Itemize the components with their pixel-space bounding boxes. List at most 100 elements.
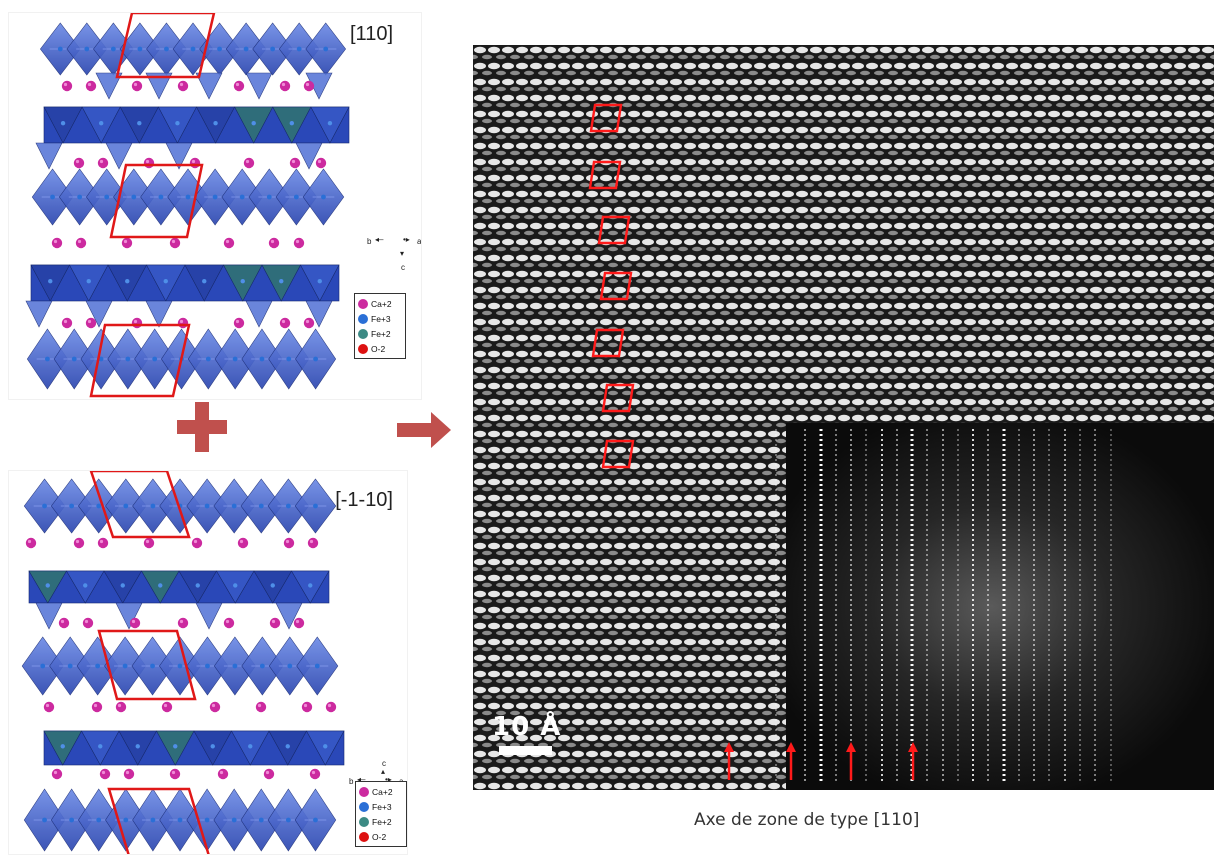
axis-arrow-down: ▾ bbox=[400, 249, 405, 258]
ca-atom bbox=[268, 237, 280, 249]
crystal-structure-top bbox=[25, 13, 350, 398]
fe-atom bbox=[232, 663, 238, 669]
fe-atom bbox=[98, 744, 103, 749]
ca-atom bbox=[169, 237, 181, 249]
fe-atom bbox=[210, 744, 215, 749]
ca-atom bbox=[115, 701, 127, 713]
axis-c-label: c bbox=[382, 759, 386, 768]
fe-atom bbox=[83, 583, 88, 588]
fe-atom bbox=[95, 663, 101, 669]
tetrahedron bbox=[245, 300, 273, 328]
tetrahedron bbox=[275, 602, 303, 630]
tetrahedron bbox=[305, 300, 333, 328]
ca-atom bbox=[97, 537, 109, 549]
legend-item: Ca+2 bbox=[358, 296, 402, 311]
right-arrow-icon bbox=[397, 412, 451, 448]
unit-cell-marker bbox=[601, 439, 635, 469]
ca-atom bbox=[243, 157, 255, 169]
atom-legend-bottom: Ca+2 Fe+3 Fe+2 O-2 bbox=[355, 781, 407, 847]
atom-legend-top: Ca+2 Fe+3 Fe+2 O-2 bbox=[354, 293, 406, 359]
ca-atom bbox=[269, 617, 281, 629]
unit-cell-marker bbox=[597, 215, 631, 245]
tetrahedron bbox=[35, 602, 63, 630]
fe3-atom-icon bbox=[358, 313, 368, 324]
fe-atom bbox=[125, 279, 130, 284]
ca-atom bbox=[143, 157, 155, 169]
fe-atom bbox=[135, 744, 140, 749]
fe-atom bbox=[270, 46, 276, 52]
fe-atom bbox=[314, 663, 320, 669]
diffraction-inset bbox=[724, 423, 1214, 790]
axis-b-label: b bbox=[367, 237, 372, 246]
tetrahedron bbox=[35, 142, 63, 170]
fe-atom bbox=[317, 279, 322, 284]
fe2-atom-icon bbox=[358, 328, 368, 339]
fe-atom bbox=[40, 663, 46, 669]
fe-atom bbox=[204, 817, 210, 823]
ca-atom bbox=[61, 317, 73, 329]
ca-atom bbox=[309, 768, 321, 780]
fe-atom bbox=[190, 46, 196, 52]
hrtem-image bbox=[473, 45, 1214, 790]
axis-arrow-left: ◂– bbox=[357, 775, 366, 784]
legend-item: Ca+2 bbox=[359, 784, 403, 799]
fe-atom bbox=[177, 817, 183, 823]
fe-atom bbox=[285, 503, 291, 509]
ca-atom bbox=[75, 237, 87, 249]
ca-atom bbox=[121, 237, 133, 249]
fe-atom bbox=[125, 356, 131, 362]
axis-arrow-up: ▴ bbox=[381, 767, 386, 776]
crystal-structure-bottom bbox=[21, 471, 345, 854]
ca-atom bbox=[283, 537, 295, 549]
ca-atom bbox=[177, 317, 189, 329]
fe-atom bbox=[152, 356, 158, 362]
plus-icon-vertical bbox=[195, 402, 209, 452]
fe-atom bbox=[202, 279, 207, 284]
fe-atom bbox=[270, 583, 275, 588]
fe-atom bbox=[158, 194, 164, 200]
ca-atom bbox=[237, 537, 249, 549]
ca-atom bbox=[129, 617, 141, 629]
fe-atom bbox=[96, 503, 102, 509]
ca-atom bbox=[99, 768, 111, 780]
axis-arrow-right: •▸ bbox=[385, 775, 392, 784]
fe-atom bbox=[150, 503, 156, 509]
fe-atom bbox=[137, 46, 143, 52]
structure-panel-top: [110] b ◂– •▸ a ▾ c Ca+2 Fe+3 Fe+2 O-2 bbox=[8, 12, 422, 400]
fe-atom bbox=[313, 817, 318, 823]
tetrahedron bbox=[145, 72, 173, 100]
fe-atom bbox=[239, 194, 245, 200]
fe-atom bbox=[71, 356, 77, 362]
fe-atom bbox=[110, 46, 116, 52]
scale-bar-label: 10 Å bbox=[492, 712, 562, 742]
fe-atom bbox=[205, 663, 210, 669]
axis-arrow-left: ◂– bbox=[375, 235, 384, 244]
legend-item: O-2 bbox=[358, 341, 402, 356]
tetrahedron bbox=[195, 602, 223, 630]
ca-atom bbox=[161, 701, 173, 713]
ca-atom bbox=[293, 617, 305, 629]
ca-atom bbox=[123, 768, 135, 780]
fe-atom bbox=[212, 194, 218, 200]
ca-atom bbox=[303, 80, 315, 92]
ca-atom bbox=[303, 317, 315, 329]
unit-cell-outline bbox=[109, 163, 204, 239]
axes-indicator-top: b ◂– •▸ a ▾ c bbox=[367, 235, 421, 287]
fe-atom bbox=[285, 817, 291, 823]
ca-atom bbox=[177, 617, 189, 629]
legend-item: Fe+2 bbox=[359, 814, 403, 829]
fe-atom bbox=[213, 121, 218, 126]
fe-atom bbox=[279, 279, 284, 284]
tetrahedron bbox=[105, 142, 133, 170]
ca-atom bbox=[177, 80, 189, 92]
red-arrow-icon bbox=[786, 742, 796, 752]
unit-cell-outline bbox=[115, 13, 216, 79]
unit-cell-outline bbox=[89, 471, 191, 539]
fe-atom bbox=[69, 817, 75, 823]
ca-atom bbox=[289, 157, 301, 169]
fe-atom bbox=[217, 46, 222, 52]
ca-atom bbox=[43, 701, 55, 713]
fe-atom bbox=[122, 663, 128, 669]
ca-atom bbox=[61, 80, 73, 92]
fe-atom bbox=[251, 121, 256, 126]
